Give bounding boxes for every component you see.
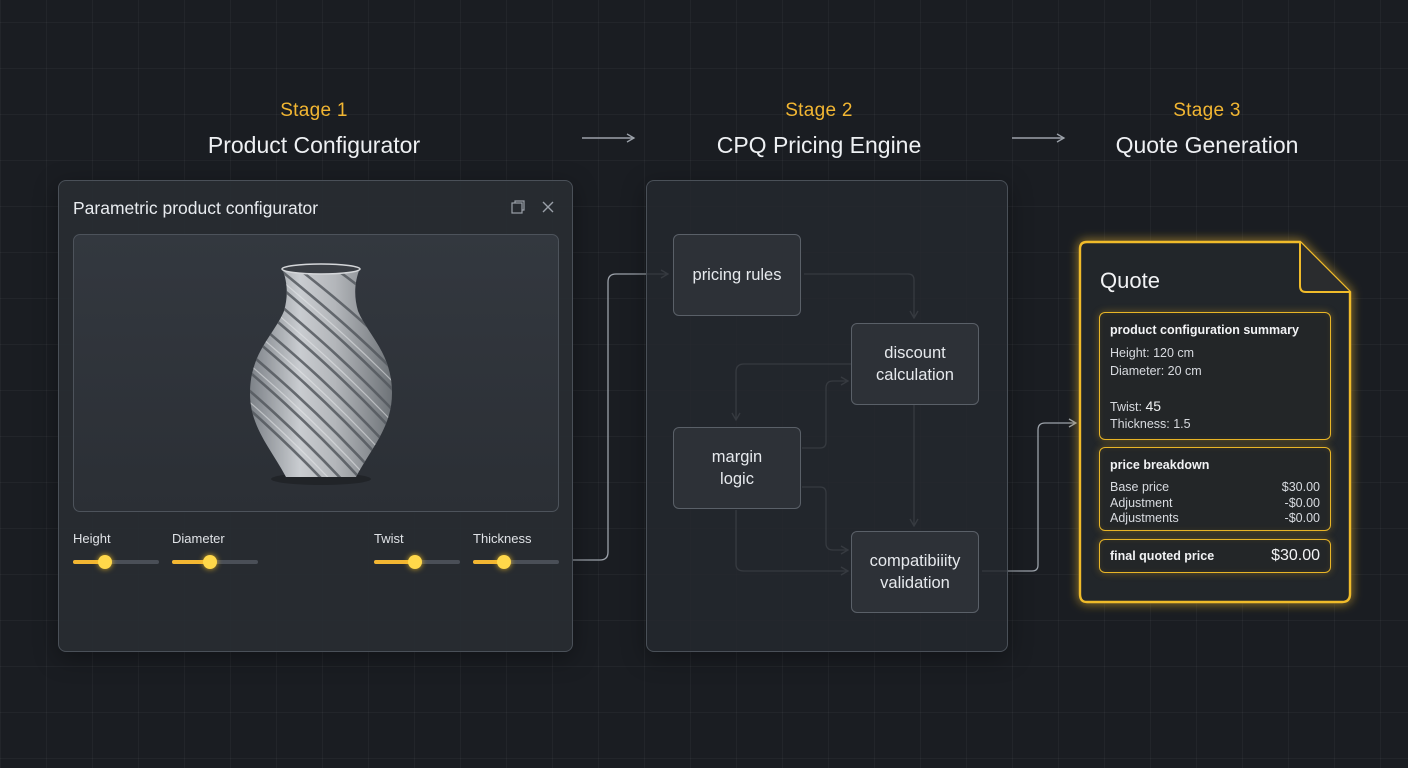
connector-compat-to-quote [982, 418, 1078, 572]
diameter-slider-label: Diameter [172, 531, 225, 546]
stage-1-header: Stage 1 Product Configurator [154, 100, 474, 159]
stage-1-title: Product Configurator [207, 132, 421, 158]
stage-3-number: Stage 3 [1173, 100, 1241, 121]
margin-logic-node[interactable]: margin logic [673, 427, 801, 509]
configurator-title: Parametric product configurator [73, 198, 319, 218]
summary-twist: Twist: 45 [1110, 398, 1161, 414]
breakdown-value-adjustments: -$0.00 [1284, 511, 1320, 525]
summary-height: Height: 120 cm [1110, 346, 1195, 360]
twist-slider-track[interactable] [374, 555, 460, 569]
stage-3-title: Quote Generation [1115, 132, 1299, 158]
breakdown-value-base: $30.00 [1281, 480, 1320, 494]
height-slider-fill [73, 560, 105, 564]
thickness-slider[interactable]: Thickness [473, 531, 559, 569]
final-price-label: final quoted price [1110, 549, 1215, 563]
stage-1-number: Stage 1 [280, 100, 348, 121]
height-slider[interactable]: Height [73, 531, 159, 569]
compat-label-line2: validation [880, 574, 950, 592]
margin-label-line1: margin [711, 448, 763, 466]
height-slider-knob[interactable] [97, 555, 112, 569]
quote-title: Quote [1100, 268, 1160, 293]
height-slider-track[interactable] [73, 555, 159, 569]
diameter-slider[interactable]: Diameter [172, 531, 258, 569]
compatibility-validation-node[interactable]: compatibiiity validation [851, 531, 979, 613]
twist-slider-label: Twist [374, 531, 404, 546]
summary-twist-value: 45 [1145, 398, 1162, 414]
stage-2-title: CPQ Pricing Engine [716, 132, 922, 158]
close-icon[interactable] [540, 199, 556, 215]
breakdown-label-base: Base price [1110, 480, 1170, 494]
diameter-slider-knob[interactable] [202, 555, 217, 569]
configurator-window: Parametric product configurator [58, 180, 573, 652]
summary-thickness: Thickness: 1.5 [1110, 417, 1191, 431]
discount-label-line2: calculation [876, 366, 954, 384]
breakdown-label-adjustment: Adjustment [1110, 496, 1173, 510]
quote-document[interactable]: Quote product configuration summary Heig… [1078, 240, 1352, 604]
diameter-slider-fill [172, 560, 210, 564]
connector-config-to-pricing [572, 269, 670, 561]
summary-twist-label: Twist: [1110, 400, 1142, 414]
thickness-slider-knob[interactable] [496, 555, 511, 569]
3d-viewport[interactable] [73, 234, 559, 512]
breakdown-value-adjustment: -$0.00 [1284, 496, 1320, 510]
diameter-slider-track[interactable] [172, 555, 258, 569]
stage-3-header: Stage 3 Quote Generation [1047, 100, 1367, 159]
thickness-slider-fill [473, 560, 504, 564]
compat-label-line1: compatibiiity [869, 552, 961, 570]
thickness-slider-track[interactable] [473, 555, 559, 569]
final-price-section: final quoted price $30.00 [1099, 539, 1331, 573]
pricing-rules-node[interactable]: pricing rules [673, 234, 801, 316]
breakdown-label-adjustments: Adjustments [1110, 511, 1179, 525]
summary-diameter: Diameter: 20 cm [1110, 364, 1202, 378]
config-summary-section: product configuration summary Height: 12… [1099, 312, 1331, 440]
discount-label-line1: discount [884, 344, 946, 362]
price-breakdown-section: price breakdown Base price $30.00 Adjust… [1099, 447, 1331, 531]
thickness-slider-label: Thickness [473, 531, 532, 546]
twist-slider-fill [374, 560, 416, 564]
config-summary-heading: product configuration summary [1110, 323, 1299, 337]
price-breakdown-heading: price breakdown [1110, 458, 1210, 472]
stage-2-header: Stage 2 CPQ Pricing Engine [659, 100, 979, 159]
margin-label-line2: logic [720, 470, 754, 488]
final-price-value: $30.00 [1271, 547, 1320, 564]
restore-icon[interactable] [510, 199, 526, 215]
vase-model [250, 263, 392, 485]
twist-slider-knob[interactable] [408, 555, 423, 569]
twist-slider[interactable]: Twist [374, 531, 460, 569]
discount-calculation-node[interactable]: discount calculation [851, 323, 979, 405]
height-slider-label: Height [73, 531, 111, 546]
pricing-rules-label: pricing rules [692, 266, 782, 284]
stage-2-number: Stage 2 [785, 100, 853, 121]
